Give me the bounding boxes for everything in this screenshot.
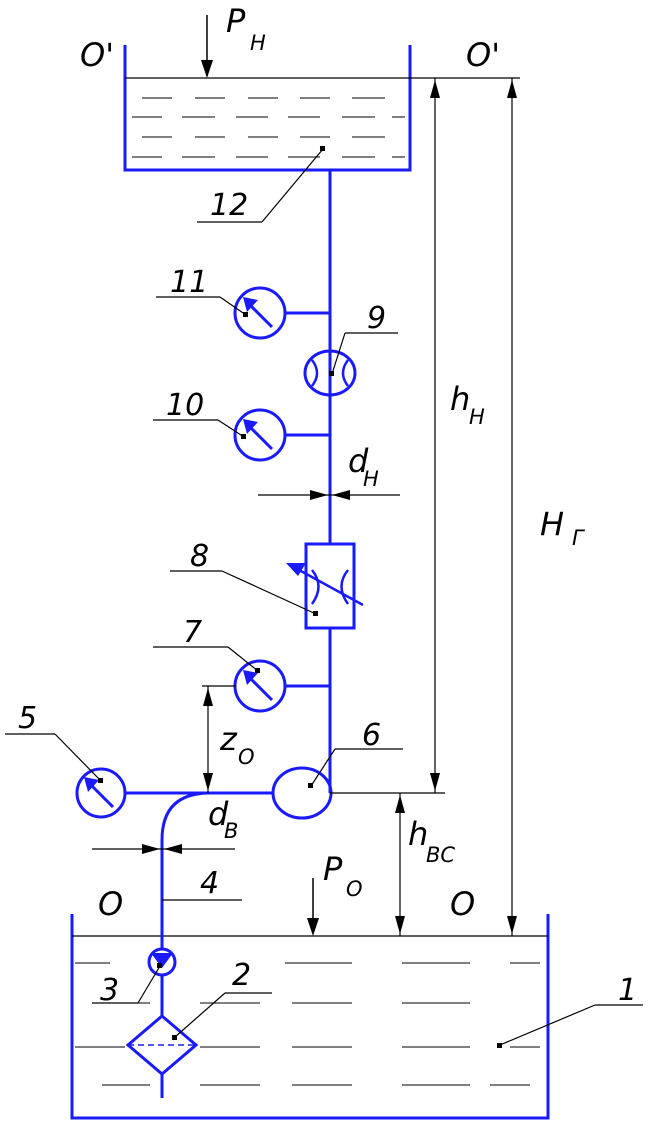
height-zo-label: z: [219, 720, 238, 758]
check-valve: [147, 947, 177, 977]
pressure-ph-subscript: H: [250, 31, 266, 55]
gauge-10: [233, 408, 287, 462]
height-hvs-subscript: BC: [426, 843, 455, 867]
upper-tank-liquid-hatching: [132, 97, 405, 158]
height-hg-label: H: [540, 505, 564, 543]
gauge-5: [75, 767, 127, 819]
diameter-dh-subscript: H: [363, 467, 379, 491]
gauge-11: [233, 286, 287, 340]
suction-pipeline: [125, 791, 273, 1098]
component-number-2: 2: [232, 958, 251, 993]
pressure-ph-label: P: [226, 2, 246, 40]
component-number-11: 11: [170, 265, 208, 300]
diameter-dv-subscript: B: [224, 819, 238, 843]
discharge-pipeline: [285, 170, 332, 793]
dimension-arrowheads: [142, 80, 517, 934]
diameter-dh-label: d: [348, 442, 369, 480]
throttle-valve: [286, 542, 364, 630]
component-number-3: 3: [100, 973, 119, 1008]
component-number-4: 4: [200, 866, 219, 901]
upper-tank: [123, 45, 520, 172]
dimension-lines: [92, 78, 513, 936]
level-o-left: O: [98, 885, 123, 923]
level-o-prime-left: O': [80, 36, 114, 74]
height-hh-label: h: [450, 380, 470, 418]
symbol-labels: O' O' O O P H P O h H H Г d H d B z O h …: [80, 2, 586, 923]
component-number-10: 10: [166, 388, 204, 423]
component-number-9: 9: [367, 301, 386, 336]
pressure-po-label: P: [323, 850, 343, 888]
level-o-right: O: [450, 885, 475, 923]
height-hg-subscript: Г: [572, 526, 586, 550]
flowmeter: [303, 349, 357, 397]
lower-tank: [70, 914, 550, 1120]
pump: [271, 766, 333, 820]
height-zo-subscript: O: [238, 745, 255, 769]
component-number-1: 1: [618, 973, 637, 1008]
component-number-8: 8: [190, 539, 209, 574]
height-hh-subscript: H: [469, 405, 485, 429]
level-o-prime-right: O': [466, 36, 500, 74]
component-number-12: 12: [210, 188, 248, 223]
component-number-7: 7: [183, 615, 202, 650]
component-number-6: 6: [362, 718, 381, 753]
component-numbers: 1 2 3 4 5 6 7 8 9 10 11 12: [18, 188, 637, 1008]
filter: [125, 1014, 199, 1076]
diameter-dv-label: d: [208, 795, 229, 833]
gauge-7: [233, 659, 287, 713]
leader-dots: [98, 146, 502, 1048]
component-number-5: 5: [18, 701, 37, 736]
lower-tank-liquid-hatching: [75, 962, 540, 1086]
leader-lines: [5, 148, 643, 1046]
pressure-po-subscript: O: [346, 877, 363, 901]
height-hvs-label: h: [408, 815, 428, 853]
